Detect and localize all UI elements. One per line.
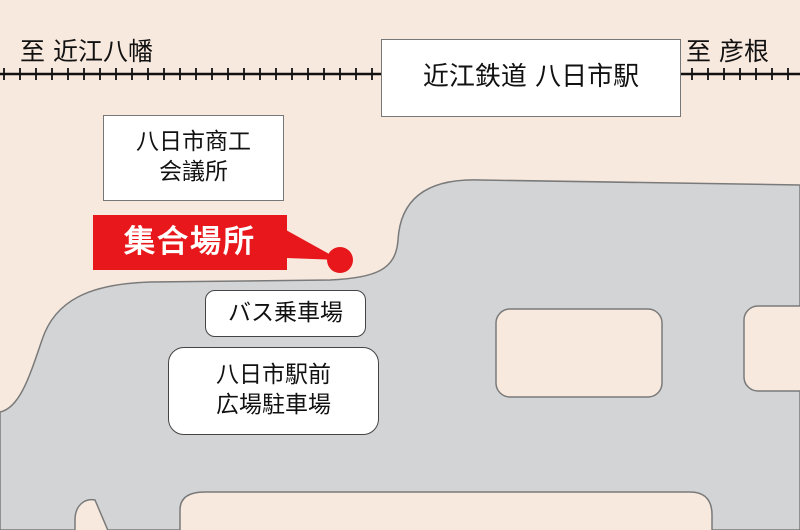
chamber-of-commerce-label: 八日市商工 会議所	[103, 115, 284, 201]
railway-ties	[3, 68, 789, 80]
station-plaza-area	[0, 179, 800, 530]
lower-block-left	[74, 498, 109, 530]
callout-pointer	[286, 230, 340, 260]
parking-label: 八日市駅前 広場駐車場	[168, 347, 379, 435]
meeting-point-marker	[327, 247, 353, 273]
plaza-island-2	[743, 305, 800, 392]
lower-block-right	[179, 491, 713, 530]
plaza-island-1	[495, 308, 663, 398]
meeting-point-label: 集合場所	[93, 215, 287, 270]
direction-west-label: 至 近江八幡	[20, 37, 153, 66]
station-name-label: 近江鉄道 八日市駅	[381, 39, 681, 117]
direction-east-label: 至 彦根	[686, 37, 769, 66]
bus-terminal-label: バス乗車場	[205, 290, 366, 337]
